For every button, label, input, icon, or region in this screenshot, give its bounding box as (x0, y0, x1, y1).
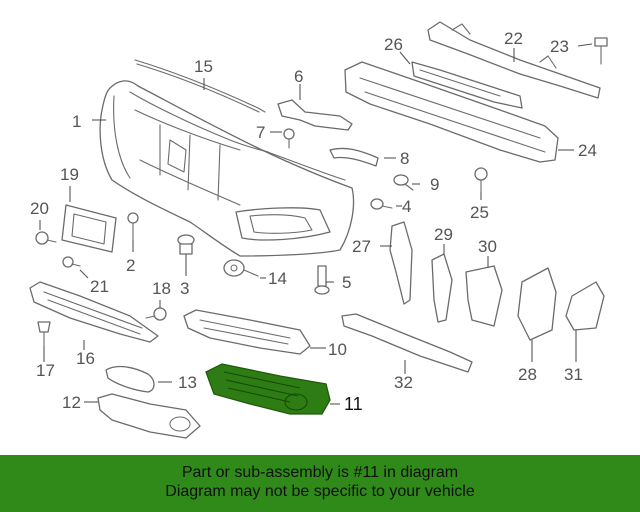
part-27-bracket (389, 221, 413, 305)
callout-31: 31 (564, 365, 583, 384)
part-5-bolt (314, 265, 330, 295)
callout-11: 11 (344, 394, 363, 414)
part-15-molding (134, 59, 266, 113)
callout-8: 8 (400, 149, 409, 168)
callout-23: 23 (550, 37, 569, 56)
part-6-bracket (277, 99, 353, 131)
part-16-lower-grille (29, 281, 159, 343)
part-14-sensor (223, 259, 259, 277)
part-20-screw (35, 231, 57, 245)
part-28-bracket (517, 267, 557, 341)
callout-3: 3 (180, 279, 189, 298)
callout-5: 5 (342, 273, 351, 292)
part-30-bracket (465, 265, 503, 327)
part-11-highlighted-garnish (205, 363, 331, 415)
callout-12: 12 (62, 393, 81, 412)
part-17-clip (37, 321, 51, 347)
callout-4: 4 (402, 197, 411, 216)
callout-20: 20 (30, 199, 49, 218)
callout-13: 13 (178, 373, 197, 392)
callout-6: 6 (294, 67, 303, 86)
part-4-screw (370, 198, 393, 210)
leader-lines (39, 43, 593, 405)
banner-line-part-number: Part or sub-assembly is #11 in diagram (181, 464, 459, 481)
parts-diagram: 1 2 3 4 5 6 7 8 9 10 11 12 13 14 15 16 1… (29, 21, 608, 439)
callout-labels: 1 2 3 4 5 6 7 8 9 10 11 12 13 14 15 16 1… (30, 29, 597, 414)
callout-29: 29 (434, 225, 453, 244)
part-29-bracket (431, 253, 453, 323)
callout-9: 9 (430, 175, 439, 194)
callout-1: 1 (72, 112, 81, 131)
callout-21: 21 (90, 277, 109, 296)
callout-15: 15 (194, 57, 213, 76)
callout-26: 26 (384, 35, 403, 54)
callout-32: 32 (394, 373, 413, 392)
callout-14: 14 (268, 269, 287, 288)
part-10-garnish (183, 309, 311, 355)
callout-2: 2 (126, 256, 135, 275)
part-23-bolt (594, 37, 608, 65)
banner-line-disclaimer: Diagram may not be specific to your vehi… (165, 483, 475, 500)
part-1-bumper-cover (99, 80, 355, 257)
part-info-banner: Part or sub-assembly is #11 in diagram D… (0, 455, 640, 512)
part-21-screw (62, 256, 81, 268)
callout-7: 7 (256, 123, 265, 142)
part-2-clip (127, 212, 139, 241)
callout-16: 16 (76, 349, 95, 368)
callout-30: 30 (478, 237, 497, 256)
part-19-license-bracket (61, 204, 117, 253)
part-25-bolt (474, 167, 488, 193)
callout-24: 24 (578, 141, 597, 160)
part-31-bracket (565, 281, 605, 331)
callout-22: 22 (504, 29, 523, 48)
callout-17: 17 (36, 361, 55, 380)
callout-25: 25 (470, 203, 489, 222)
callout-19: 19 (60, 165, 79, 184)
part-26-absorber (411, 61, 523, 109)
callout-28: 28 (518, 365, 537, 384)
callout-18: 18 (152, 279, 171, 298)
part-18-screw (145, 307, 167, 321)
part-13-cap (105, 365, 155, 393)
callout-27: 27 (352, 237, 371, 256)
part-24-reinforcement (344, 61, 559, 163)
part-8-spacer (329, 147, 379, 167)
part-3-grommet (177, 234, 195, 255)
part-7-clip (283, 128, 295, 149)
part-32-deflector (341, 313, 473, 373)
part-9-screw (393, 174, 414, 191)
callout-10: 10 (328, 340, 347, 359)
part-12-fog-bezel (97, 393, 201, 439)
